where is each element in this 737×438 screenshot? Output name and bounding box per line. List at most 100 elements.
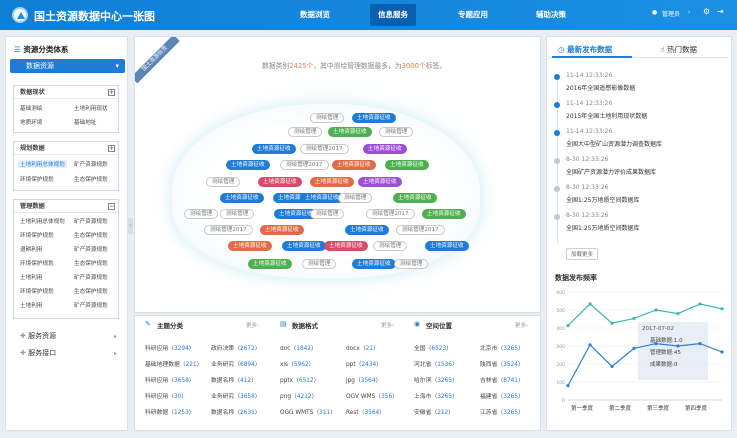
list-item[interactable]: 基础地址 [74, 120, 97, 126]
tag-item[interactable]: 测绘管理 [373, 241, 408, 251]
category-item[interactable]: 业务研究（3658） [211, 394, 261, 400]
nav-decision[interactable]: 辅助决策 [536, 10, 566, 19]
tag-item[interactable]: 土地资源征收 [226, 160, 270, 170]
timeline-item-link[interactable]: 全国矿产资源潜力评价成果数据库 [566, 169, 657, 176]
category-item[interactable]: pptx（6512） [280, 378, 320, 384]
tag-item[interactable]: 土地资源征收 [425, 241, 469, 251]
list-item[interactable]: 退耕利用 [20, 247, 43, 253]
collapse-icon[interactable]: + [108, 145, 115, 152]
category-item[interactable]: ppt（2434） [346, 362, 383, 368]
timeline-item-link[interactable]: 全国1:25万地质空间数据库 [566, 197, 640, 204]
tag-item[interactable]: 土地资源征收 [248, 259, 292, 269]
tag-item[interactable]: 测绘管理2017 [204, 225, 253, 235]
category-item[interactable]: OGG WMTS（311） [280, 410, 337, 416]
tag-item[interactable]: 土地资源征收 [228, 241, 272, 251]
list-item[interactable]: 矿产资源规划 [74, 162, 108, 168]
category-item[interactable]: 基础地理数据（221） [145, 362, 203, 368]
tag-item[interactable]: 测绘管理 [310, 209, 345, 219]
list-item[interactable]: 土地利用现状 [74, 106, 108, 112]
list-item[interactable]: 生态保护规划 [74, 261, 108, 267]
collapse-handle[interactable]: ‹ [128, 218, 133, 234]
tag-item[interactable]: 土地资源征收 [282, 241, 326, 251]
tag-item[interactable]: 土地资源征收 [422, 209, 466, 219]
list-item[interactable]: 环境保护规划 [20, 261, 54, 267]
tag-item[interactable]: 测绘管理 [206, 177, 241, 187]
list-item[interactable]: 矿产资源规划 [74, 303, 108, 309]
list-item[interactable]: 土地利用总体规划 [20, 219, 65, 225]
tag-item[interactable]: 测绘管理 [184, 209, 219, 219]
list-item[interactable]: 土地利用 [20, 275, 43, 281]
tag-item[interactable]: 土地资源征收 [345, 225, 389, 235]
category-item[interactable]: xls（5962） [280, 362, 315, 368]
tag-item[interactable]: 土地资源征收 [324, 241, 368, 251]
category-item[interactable]: 科研应用（30） [145, 394, 188, 400]
timeline-item-link[interactable]: 全国1:25万地质空间数据库 [566, 225, 640, 232]
tag-item[interactable]: 测绘管理 [379, 127, 414, 137]
category-item[interactable]: 科研应用（3294） [145, 346, 195, 352]
sidebar-item-data-resource[interactable]: 数据资源 ▾ [10, 59, 125, 73]
chevron-down-icon[interactable]: › [688, 9, 691, 16]
more-link[interactable]: 更多› [515, 323, 529, 329]
tag-item[interactable]: 土地资源征收 [328, 127, 372, 137]
list-item[interactable]: 生态保护规划 [74, 289, 108, 295]
list-item[interactable]: 矿产资源规划 [74, 247, 108, 253]
category-item[interactable]: 上海市（3265） [414, 394, 458, 400]
tag-item[interactable]: 测绘管理2017 [366, 209, 415, 219]
list-item[interactable]: 矿产资源规划 [74, 275, 108, 281]
tag-item[interactable]: 测绘管理 [220, 209, 255, 219]
tag-item[interactable]: 土地资源征收 [393, 193, 437, 203]
logout-icon[interactable]: ⇥ [717, 7, 724, 16]
tag-item[interactable]: 土地资源征收 [332, 160, 376, 170]
category-item[interactable]: 政府决策（2672） [211, 346, 261, 352]
list-item[interactable]: 基础测绘 [20, 106, 43, 112]
category-item[interactable]: png（4212） [280, 394, 318, 400]
category-item[interactable]: doc（1842） [280, 346, 317, 352]
tag-item[interactable]: 土地资源征收 [273, 193, 317, 203]
tag-item[interactable]: 测绘管理 [288, 127, 323, 137]
category-item[interactable]: Rest（3564） [346, 410, 386, 416]
category-item[interactable]: 数据名称（412） [211, 378, 257, 384]
tag-item[interactable]: 土地资源征收 [274, 209, 318, 219]
tag-item[interactable]: 土地资源征收 [352, 259, 396, 269]
list-item[interactable]: 环境保护规划 [20, 233, 54, 239]
timeline-item-link[interactable]: 2015年全国土地利用现状数据 [566, 113, 648, 120]
list-item[interactable]: 土地利用总体规划 [18, 160, 67, 168]
category-item[interactable]: 江苏省（3265） [480, 410, 524, 416]
more-link[interactable]: 更多› [246, 323, 260, 329]
more-link[interactable]: 更多› [381, 323, 395, 329]
sidebar-item-service-resource[interactable]: ✚ 服务资源 [20, 332, 57, 340]
tag-item[interactable]: 土地资源征收 [310, 177, 354, 187]
tag-item[interactable]: 土地资源征收 [300, 193, 344, 203]
list-item[interactable]: 环境保护规划 [20, 289, 54, 295]
load-more-button[interactable]: 加载更多 [566, 248, 599, 260]
tag-item[interactable]: 测绘管理2017 [280, 160, 329, 170]
category-item[interactable]: 科研应用（3658） [145, 378, 195, 384]
collapse-icon[interactable]: + [108, 89, 115, 96]
gear-icon[interactable]: ⚙ [703, 7, 711, 16]
user-menu[interactable]: 管理员 [662, 11, 681, 18]
tag-item[interactable]: 土地资源征收 [358, 177, 402, 187]
tag-item[interactable]: 土地资源征收 [363, 144, 407, 154]
list-item[interactable]: 地质环境 [20, 120, 43, 126]
tag-item[interactable]: 测绘管理 [302, 259, 337, 269]
category-item[interactable]: 河北省（1536） [414, 362, 458, 368]
tag-item[interactable]: 测绘管理 [310, 113, 345, 123]
category-item[interactable]: 业务研究（6894） [211, 362, 261, 368]
nav-data-browse[interactable]: 数据浏览 [300, 10, 330, 19]
tag-item[interactable]: 土地资源征收 [220, 193, 264, 203]
category-item[interactable]: docx（21） [346, 346, 379, 352]
category-item[interactable]: 科研数据（1253） [145, 410, 195, 416]
nav-topic-app[interactable]: 专题应用 [458, 10, 488, 19]
tag-item[interactable]: 测绘管理 [338, 193, 373, 203]
tag-item[interactable]: 土地资源征收 [385, 160, 429, 170]
category-item[interactable]: 福建省（3265） [480, 394, 524, 400]
category-item[interactable]: 吉林省（8741） [480, 378, 524, 384]
category-item[interactable]: 北京市（3265） [480, 346, 524, 352]
nav-info-service[interactable]: 信息服务 [370, 4, 416, 26]
list-item[interactable]: 矿产资源规划 [74, 219, 108, 225]
list-item[interactable]: 生态保护规划 [74, 177, 108, 183]
category-item[interactable]: jpg（3564） [346, 378, 382, 384]
tab-latest[interactable]: ◷ 最新发布数据 [558, 45, 613, 54]
list-item[interactable]: 环境保护规划 [20, 177, 54, 183]
tag-item[interactable]: 土地资源征收 [258, 177, 302, 187]
